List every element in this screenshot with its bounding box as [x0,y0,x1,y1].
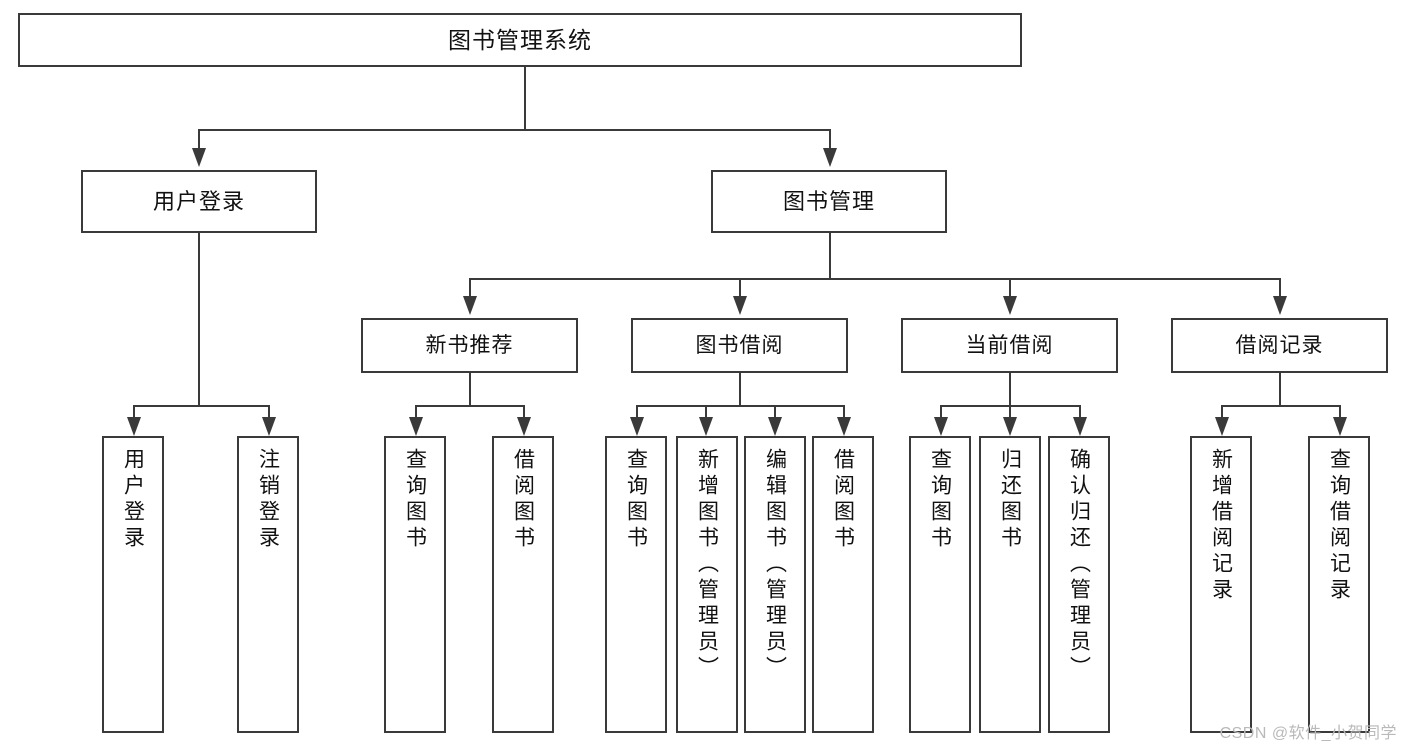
connector-user-login-bus [133,405,268,407]
node-label: 图书管理 [782,188,875,214]
node-label: 查询借阅记录 [1327,448,1351,604]
node-user-login[interactable]: 用户登录 [81,170,317,233]
connector-user-login-drop-2 [268,405,270,419]
connector-book-mgmt-drop-4 [1279,278,1281,298]
connector-borrow-record-bus [1221,405,1339,407]
arrowhead-book-mgmt-child-4 [1273,296,1287,315]
arrowhead-borrow-record-leaf-2 [1333,417,1347,436]
node-label: 查询图书 [403,448,427,552]
node-label: 图书借阅 [695,334,784,357]
arrowhead-book-mgmt-child-3 [1003,296,1017,315]
leaf-book-borrow-borrow-book[interactable]: 借阅图书 [812,436,874,733]
connector-current-borrow-stem [1009,373,1011,405]
node-label: 借阅记录 [1235,334,1324,357]
connector-root-bus [198,129,830,131]
leaf-current-borrow-return-book[interactable]: 归还图书 [979,436,1041,733]
arrowhead-root-to-book-mgmt [823,148,837,167]
connector-new-book-drop-2 [523,405,525,419]
node-label: 当前借阅 [965,334,1054,357]
connector-borrow-record-drop-2 [1339,405,1341,419]
arrowhead-book-borrow-leaf-3 [768,417,782,436]
connector-root-stem [524,67,526,129]
leaf-borrow-record-add-record[interactable]: 新增借阅记录 [1190,436,1252,733]
node-label: 查询图书 [624,448,648,552]
connector-current-borrow-drop-2 [1009,405,1011,419]
arrowhead-current-borrow-leaf-1 [934,417,948,436]
leaf-current-borrow-confirm-return-admin[interactable]: 确认归还（管理员） [1048,436,1110,733]
connector-book-borrow-drop-1 [636,405,638,419]
connector-book-borrow-drop-4 [843,405,845,419]
node-label: 图书管理系统 [448,26,592,53]
arrowhead-new-book-leaf-2 [517,417,531,436]
node-label: 归还图书 [998,448,1022,552]
connector-user-login-stem [198,233,200,405]
leaf-book-borrow-edit-book-admin[interactable]: 编辑图书（管理员） [744,436,806,733]
node-label: 新增图书（管理员） [695,448,719,682]
node-label: 注销登录 [256,448,280,552]
node-label: 确认归还（管理员） [1067,448,1091,682]
leaf-new-book-borrow-book[interactable]: 借阅图书 [492,436,554,733]
connector-borrow-record-stem [1279,373,1281,405]
connector-book-borrow-bus [636,405,843,407]
connector-book-mgmt-drop-1 [469,278,471,298]
arrowhead-root-to-user-login [192,148,206,167]
node-label: 借阅图书 [511,448,535,552]
node-label: 用户登录 [152,188,245,214]
node-root-system[interactable]: 图书管理系统 [18,13,1022,67]
connector-new-book-stem [469,373,471,405]
arrowhead-new-book-leaf-1 [409,417,423,436]
arrowhead-book-borrow-leaf-2 [699,417,713,436]
arrowhead-borrow-record-leaf-1 [1215,417,1229,436]
csdn-watermark: CSDN @软件_小贺同学 [1219,725,1397,742]
node-label: 查询图书 [928,448,952,552]
leaf-user-login-login[interactable]: 用户登录 [102,436,164,733]
arrowhead-user-login-leaf-2 [262,417,276,436]
connector-book-borrow-drop-3 [774,405,776,419]
connector-book-mgmt-drop-2 [739,278,741,298]
connector-borrow-record-drop-1 [1221,405,1223,419]
connector-book-mgmt-bus [469,278,1280,280]
connector-current-borrow-drop-1 [940,405,942,419]
node-label: 新增借阅记录 [1209,448,1233,604]
connector-new-book-bus [415,405,523,407]
connector-root-to-user-login [198,129,200,151]
node-label: 借阅图书 [831,448,855,552]
node-label: 编辑图书（管理员） [763,448,787,682]
arrowhead-book-borrow-leaf-4 [837,417,851,436]
arrowhead-current-borrow-leaf-2 [1003,417,1017,436]
connector-book-mgmt-drop-3 [1009,278,1011,298]
arrowhead-current-borrow-leaf-3 [1073,417,1087,436]
leaf-current-borrow-query-book[interactable]: 查询图书 [909,436,971,733]
arrowhead-user-login-leaf-1 [127,417,141,436]
node-label: 新书推荐 [425,334,514,357]
node-current-borrow[interactable]: 当前借阅 [901,318,1118,373]
leaf-book-borrow-query-book[interactable]: 查询图书 [605,436,667,733]
connector-root-to-book-mgmt [829,129,831,151]
connector-current-borrow-drop-3 [1079,405,1081,419]
connector-book-borrow-stem [739,373,741,405]
arrowhead-book-mgmt-child-1 [463,296,477,315]
node-book-borrow[interactable]: 图书借阅 [631,318,848,373]
node-new-book-recommend[interactable]: 新书推荐 [361,318,578,373]
leaf-book-borrow-add-book-admin[interactable]: 新增图书（管理员） [676,436,738,733]
leaf-borrow-record-query-record[interactable]: 查询借阅记录 [1308,436,1370,733]
node-label: 用户登录 [121,448,145,552]
arrowhead-book-mgmt-child-2 [733,296,747,315]
node-book-management[interactable]: 图书管理 [711,170,947,233]
node-borrow-record[interactable]: 借阅记录 [1171,318,1388,373]
connector-user-login-drop-1 [133,405,135,419]
leaf-user-login-logout[interactable]: 注销登录 [237,436,299,733]
connector-book-mgmt-stem [829,233,831,278]
connector-book-borrow-drop-2 [705,405,707,419]
leaf-new-book-query-book[interactable]: 查询图书 [384,436,446,733]
arrowhead-book-borrow-leaf-1 [630,417,644,436]
connector-new-book-drop-1 [415,405,417,419]
